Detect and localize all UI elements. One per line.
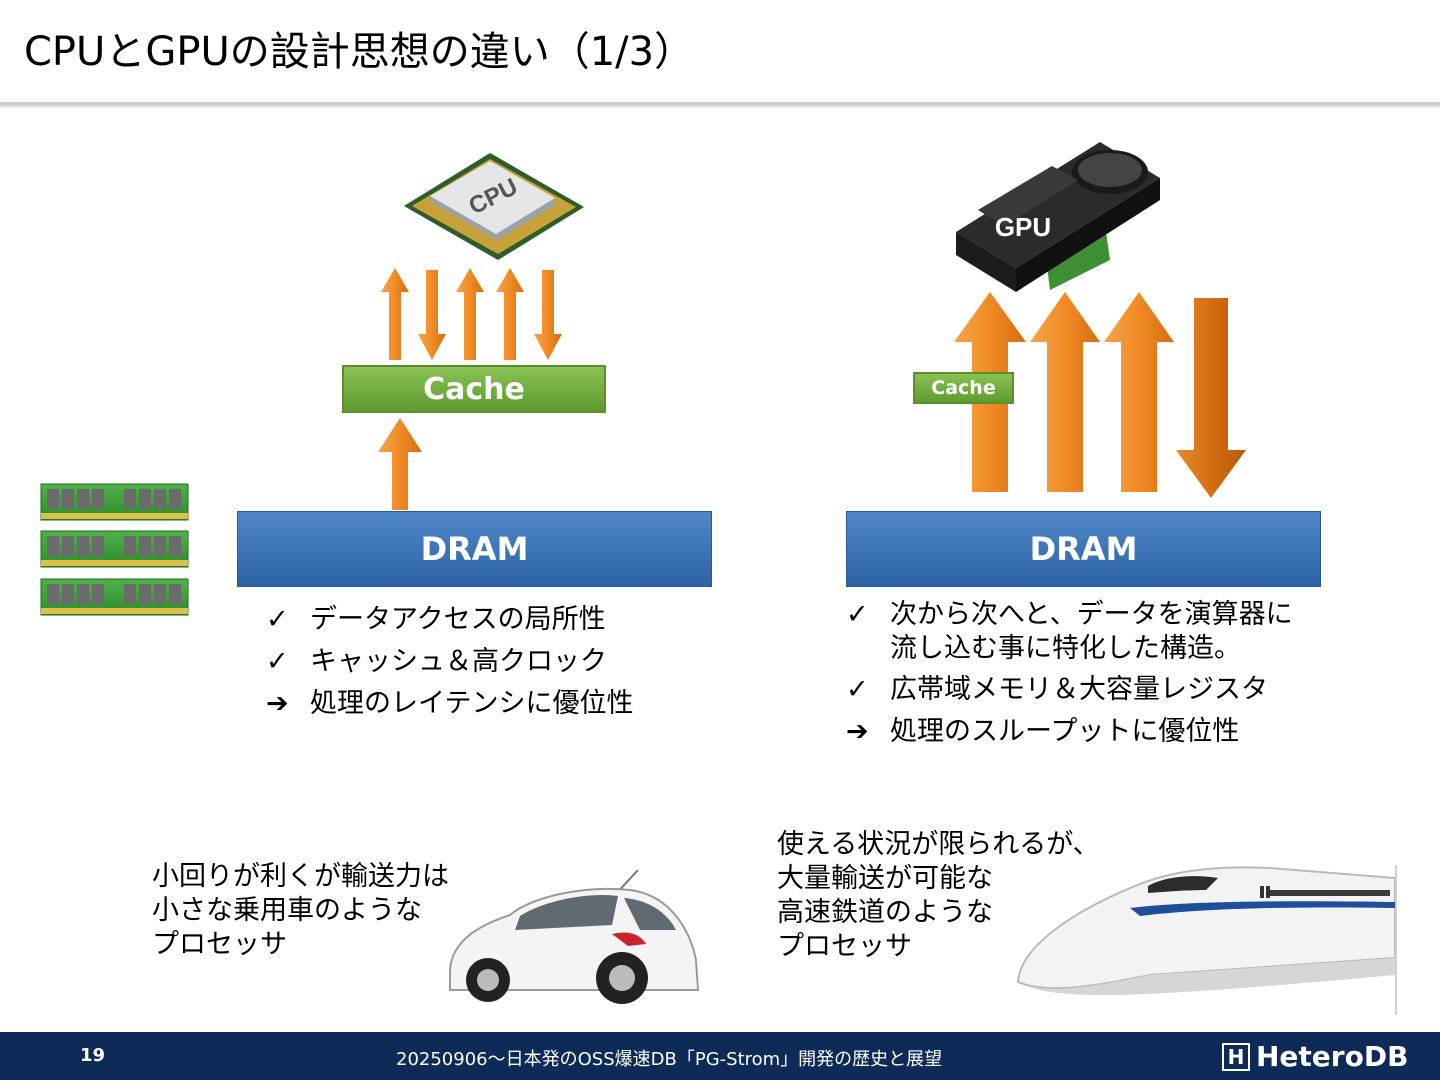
cpu-chip-icon: CPU xyxy=(402,152,586,262)
gpu-analogy-line: 大量輸送が可能な xyxy=(777,863,993,894)
check-icon: ✓ xyxy=(846,599,869,630)
page-number: 19 xyxy=(80,1045,106,1066)
cpu-dram-arrow xyxy=(378,418,422,510)
arrow-right-icon: ➔ xyxy=(266,688,289,719)
bullet-train-icon xyxy=(1016,865,1397,1015)
gpu-analogy-line: 使える状況が限られるが、 xyxy=(777,829,1100,860)
gpu-dram-bar: DRAM xyxy=(846,511,1321,587)
check-icon: ✓ xyxy=(266,604,289,635)
cpu-bullet-3: ➔処理のレイテンシに優位性 xyxy=(266,688,634,719)
gpu-analogy-line: プロセッサ xyxy=(777,931,912,962)
cpu-analogy-line: プロセッサ xyxy=(152,929,287,960)
cpu-dram-bar: DRAM xyxy=(237,511,712,587)
arrow-right-icon: ➔ xyxy=(846,716,869,747)
gpu-bullet-1-cont: 流し込む事に特化した構造。 xyxy=(890,633,1241,664)
cpu-cache-box: Cache xyxy=(342,365,606,413)
gpu-bullet-2: ✓広帯域メモリ＆大容量レジスタ xyxy=(846,674,1268,705)
diagram-graphics: CPU GPU xyxy=(40,142,1397,1015)
cpu-bullet-1: ✓データアクセスの局所性 xyxy=(266,604,606,635)
logo-mark-icon: H xyxy=(1222,1042,1250,1071)
cpu-analogy-line: 小回りが利くが輸送力は xyxy=(152,861,449,892)
cpu-bullet-2: ✓キャッシュ＆高クロック xyxy=(266,646,607,677)
gpu-card-icon: GPU xyxy=(956,142,1160,292)
gpu-card-label: GPU xyxy=(995,212,1051,242)
gpu-bullet-3: ➔処理のスループットに優位性 xyxy=(846,716,1240,747)
check-icon: ✓ xyxy=(846,674,869,705)
cpu-analogy-line: 小さな乗用車のような xyxy=(152,895,422,926)
title-divider-shadow xyxy=(0,106,1440,108)
gpu-dram-arrows xyxy=(954,292,1246,498)
gpu-analogy-line: 高速鉄道のような xyxy=(777,897,993,928)
check-icon: ✓ xyxy=(266,646,289,677)
footer-bar xyxy=(0,1032,1440,1080)
car-icon xyxy=(449,869,700,1004)
slide-title: CPUとGPUの設計思想の違い（1/3） xyxy=(24,29,695,75)
ram-modules-icon xyxy=(40,483,189,616)
gpu-bullet-1: ✓次から次へと、データを演算器に xyxy=(846,599,1293,630)
gpu-cache-box: Cache xyxy=(913,372,1014,404)
title-divider xyxy=(0,102,1440,106)
footer-title: 20250906～日本発のOSS爆速DB「PG-Strom」開発の歴史と展望 xyxy=(396,1049,943,1070)
cpu-cache-arrows xyxy=(381,268,562,360)
